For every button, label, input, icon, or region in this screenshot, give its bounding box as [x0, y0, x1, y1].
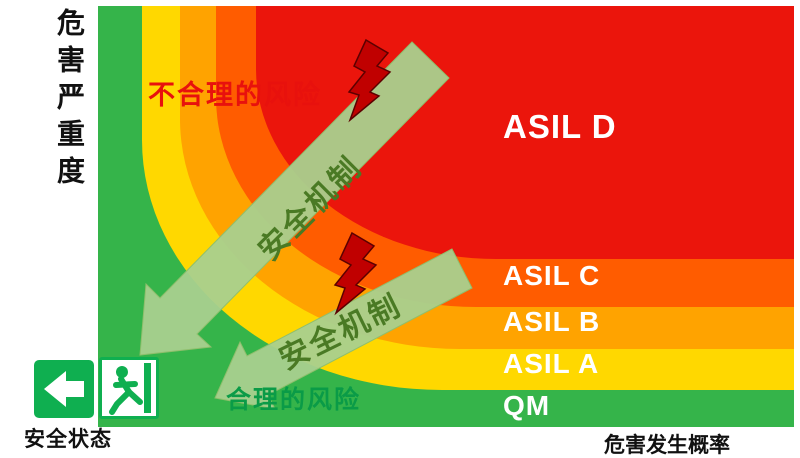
exit-left-arrow-icon	[34, 360, 94, 418]
unreasonable-risk-label: 不合理的风险	[148, 80, 322, 110]
x-axis-label-hazard-probability: 危害发生概率	[604, 433, 730, 457]
y-axis-label-hazard-severity: 危害严重度	[54, 8, 85, 193]
label-asil-d: ASIL D	[503, 108, 617, 145]
safe-state-label: 安全状态	[24, 428, 112, 451]
label-asil-b: ASIL B	[503, 306, 601, 337]
reasonable-risk-label: 合理的风险	[226, 386, 362, 414]
label-asil-a: ASIL A	[503, 348, 600, 379]
emergency-exit-man-icon	[99, 357, 159, 419]
risk-chart-area: ASIL D ASIL C ASIL B ASIL A QM 不合理的风险 合理…	[98, 6, 794, 427]
label-qm: QM	[503, 390, 551, 421]
label-asil-c: ASIL C	[503, 260, 601, 291]
